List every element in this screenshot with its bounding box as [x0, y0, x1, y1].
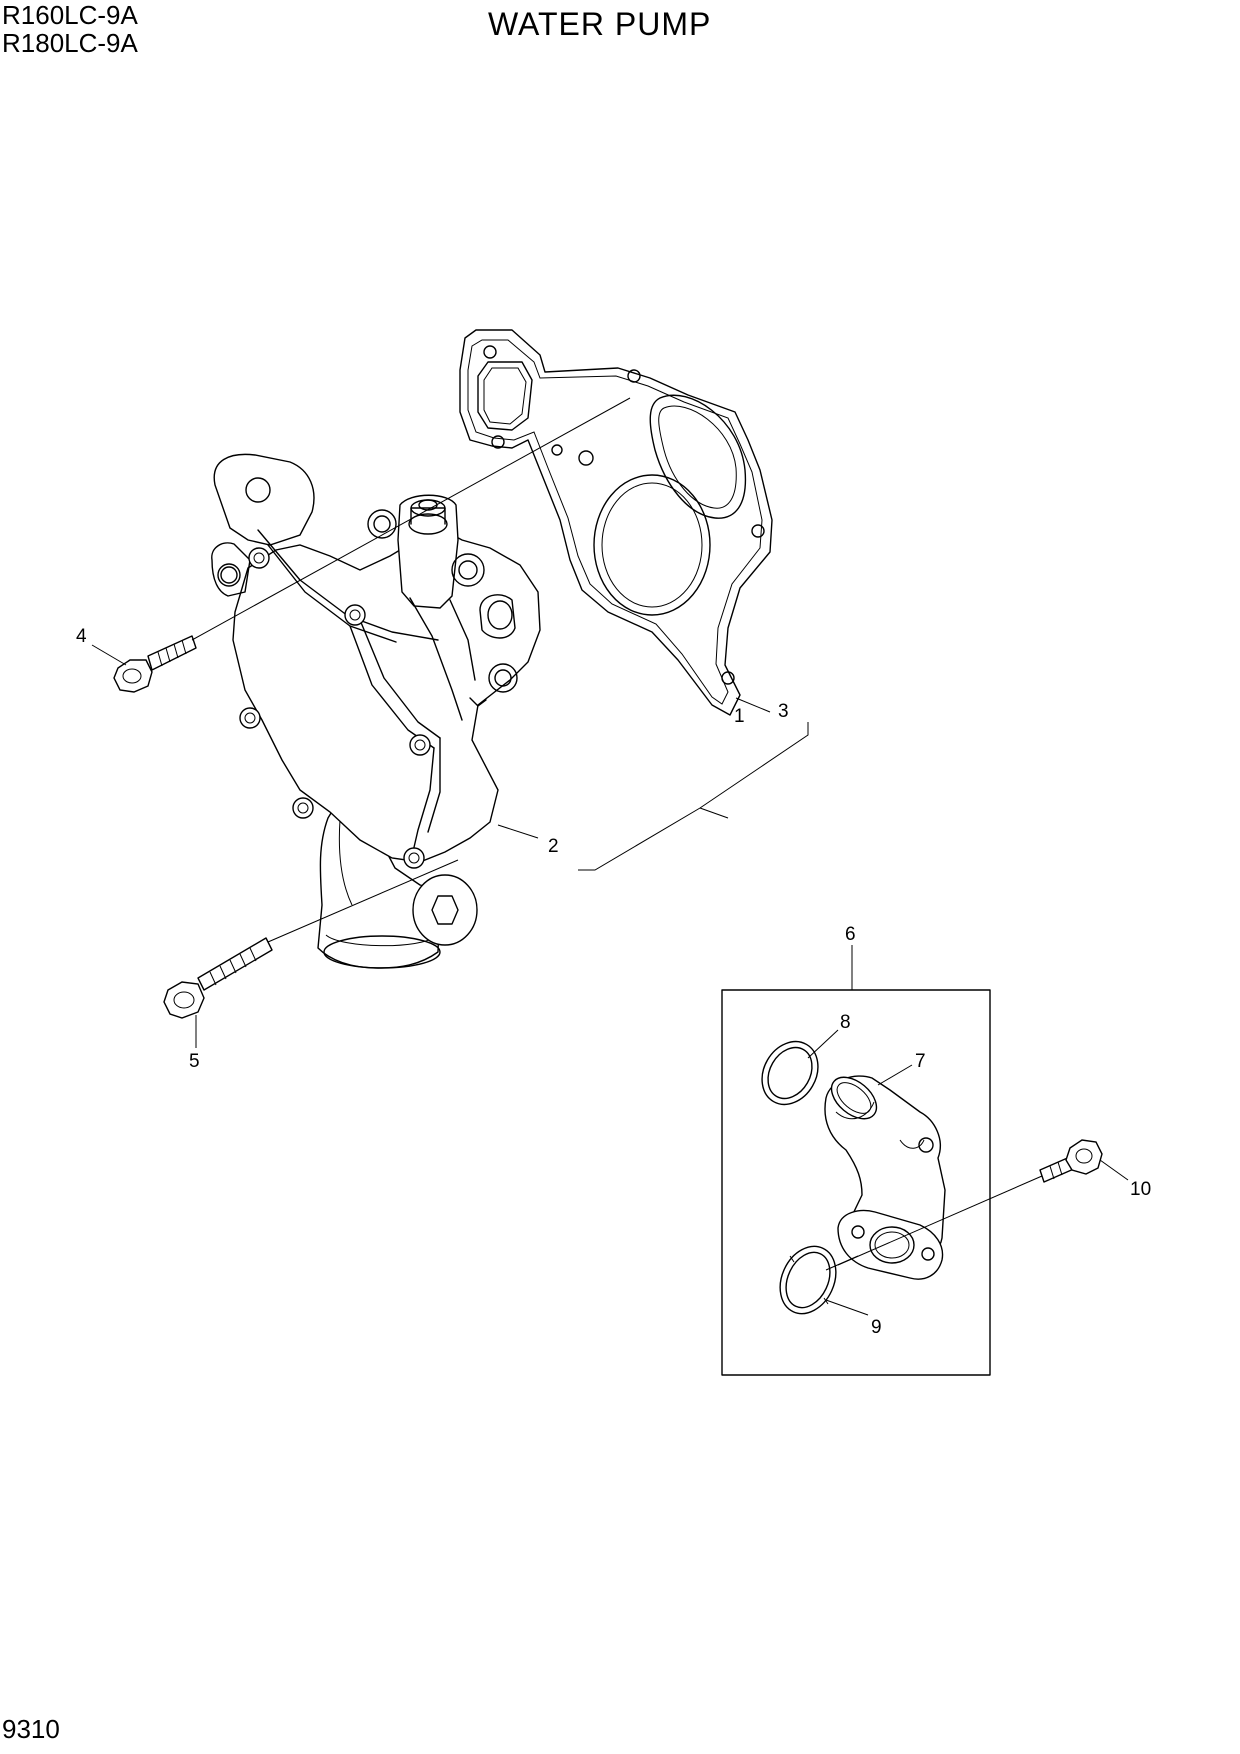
callout-6: 6	[845, 924, 856, 945]
model-line-2: R180LC-9A	[2, 28, 138, 58]
flange-bolt-head	[409, 734, 431, 756]
flange-bolt-head	[248, 547, 270, 569]
callout-1: 1	[734, 706, 745, 727]
callout-4: 4	[76, 626, 87, 647]
elbow-pipe-part-7	[824, 1075, 946, 1280]
water-pump-body-part-2	[211, 453, 541, 969]
gasket-part-3	[459, 329, 773, 716]
flange-bolt-head	[344, 604, 366, 626]
bolt-part-10	[1039, 1139, 1103, 1183]
callout-8: 8	[840, 1012, 851, 1033]
leader-lines	[91, 397, 1129, 1316]
page-number: 9310	[2, 1714, 60, 1744]
flange-bolt-head	[292, 797, 314, 819]
callout-9: 9	[871, 1317, 882, 1338]
callout-3: 3	[778, 701, 789, 722]
callout-10: 10	[1130, 1179, 1151, 1200]
o-ring-part-8	[761, 1040, 819, 1106]
bolt-part-5	[163, 937, 273, 1019]
callout-5: 5	[189, 1051, 200, 1072]
kit-box-part-6	[721, 989, 991, 1376]
page-title: WATER PUMP	[488, 6, 712, 42]
flange-bolt-head	[239, 707, 261, 729]
callout-2: 2	[548, 836, 559, 857]
flange-bolt-head	[403, 847, 425, 869]
bolt-part-4	[113, 635, 197, 693]
model-line-1: R160LC-9A	[2, 0, 138, 30]
callout-7: 7	[915, 1051, 926, 1072]
seal-ring-part-9	[779, 1245, 837, 1315]
